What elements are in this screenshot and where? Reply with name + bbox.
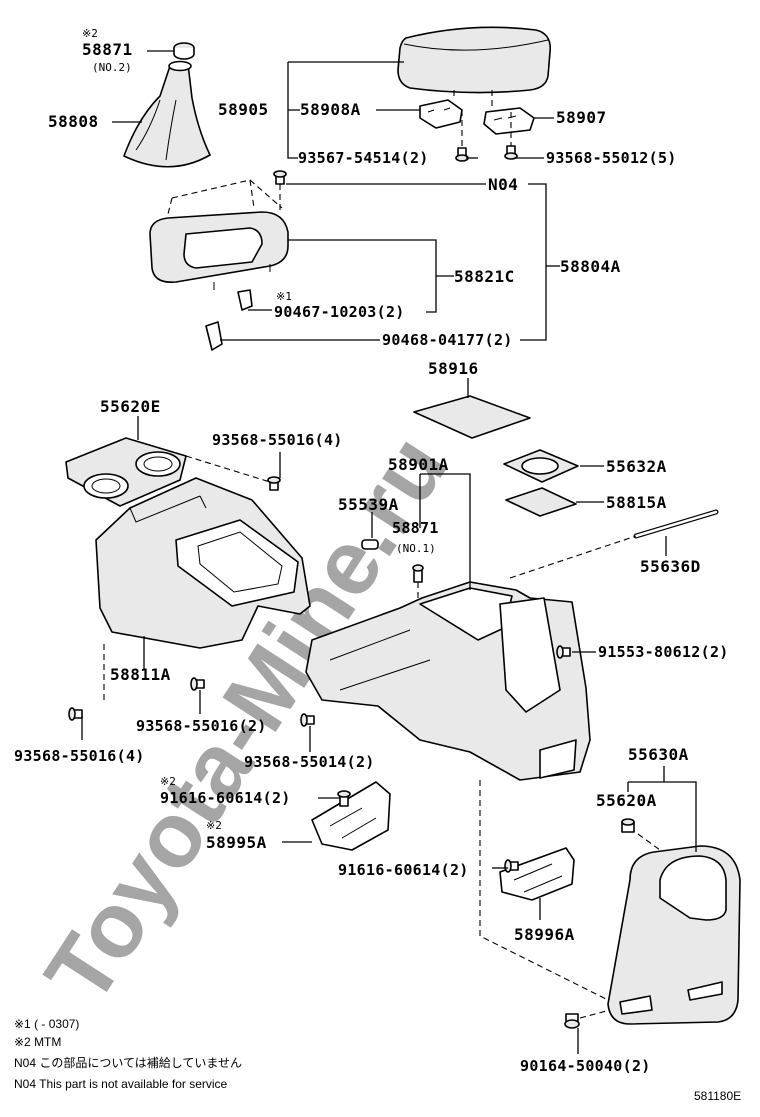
clip-90467-drawing: [237, 289, 253, 311]
screw-93568-55016-2-drawing: [190, 677, 205, 691]
label-58871-no2: 58871: [82, 40, 133, 59]
screw-93567-drawing: [455, 147, 469, 162]
label-58996A: 58996A: [514, 925, 575, 944]
label-91553-80612: 91553-80612(2): [598, 643, 729, 661]
footnote-1: ※1 ( - 0307): [14, 1017, 79, 1031]
label-58907: 58907: [556, 108, 607, 127]
label-58916: 58916: [428, 359, 479, 378]
screw-93568-55016-4a-drawing: [267, 476, 281, 491]
part-55630A-rear-panel-drawing: [607, 845, 741, 1025]
label-58901A: 58901A: [388, 455, 449, 474]
label-93568-55016-2: 93568-55016(2): [136, 717, 267, 735]
figure-code: 581180E: [694, 1089, 741, 1103]
label-91616-60614-b: 91616-60614(2): [338, 861, 469, 879]
screw-91553-drawing: [556, 645, 571, 659]
label-58995A: 58995A: [206, 833, 267, 852]
footnotes: ※1 ( - 0307) ※2 MTM N04 この部品については補給していませ…: [14, 1017, 242, 1091]
label-93568-55012: 93568-55012(5): [546, 149, 677, 167]
part-58871-no2-drawing: [173, 42, 195, 60]
label-58808: 58808: [48, 112, 99, 131]
screw-N04-drawing: [273, 170, 287, 185]
label-90467-10203: 90467-10203(2): [274, 303, 405, 321]
label-55620A: 55620A: [596, 791, 657, 810]
label-58871-no1: 58871: [392, 519, 439, 537]
part-labels: ※2 58871 (NO.2) 58808 58905 58908A 58907…: [14, 27, 729, 1075]
screw-91616-b-drawing: [504, 859, 519, 873]
clip-90468-drawing: [205, 321, 223, 351]
label-93567-54514: 93567-54514(2): [298, 149, 429, 167]
label-55620E: 55620E: [100, 397, 161, 416]
leader-lines: [81, 50, 697, 1054]
part-55539A-drawing: [361, 539, 379, 550]
footnote-3: N04 この部品については補給していません: [14, 1055, 242, 1070]
label-91616-60614-a: 91616-60614(2): [160, 789, 291, 807]
label-58871-no1-sub: (NO.1): [396, 542, 436, 555]
part-58908A-hinge-drawing: [419, 99, 463, 129]
label-58821C: 58821C: [454, 267, 515, 286]
label-58908A: 58908A: [300, 100, 361, 119]
label-N04: N04: [488, 175, 518, 194]
label-93568-55016-4a: 93568-55016(4): [212, 431, 343, 449]
label-90467-mark: ※1: [276, 290, 292, 303]
part-58916-mat-drawing: [413, 395, 531, 439]
label-55539A: 55539A: [338, 495, 399, 514]
label-58995A-mark: ※2: [206, 819, 222, 832]
part-58907-lock-drawing: [483, 107, 535, 135]
part-58996A-bracket-drawing: [499, 847, 575, 901]
footnote-4: N04 This part is not available for servi…: [14, 1077, 228, 1091]
part-58821C-bezel-drawing: [149, 179, 289, 290]
screw-93568-55016-4b-drawing: [68, 707, 83, 721]
label-58811A: 58811A: [110, 665, 171, 684]
label-55632A: 55632A: [606, 457, 667, 476]
part-58905-armrest-drawing: [397, 26, 552, 94]
screw-93568-55012-drawing: [504, 145, 518, 160]
label-58905: 58905: [218, 100, 269, 119]
part-58808-shift-boot-drawing: [123, 60, 211, 168]
part-55620E-cupholder-drawing: [65, 437, 187, 507]
part-58815A-drawing: [505, 487, 577, 517]
label-55630A: 55630A: [628, 745, 689, 764]
label-58871-no2-sub: (NO.2): [92, 61, 132, 74]
screw-93568-55014-drawing: [300, 713, 315, 727]
part-58811A-front-panel-drawing: [95, 477, 311, 649]
label-55636D: 55636D: [640, 557, 701, 576]
footnote-2: ※2 MTM: [14, 1035, 61, 1049]
label-58871-top-mark: ※2: [82, 27, 98, 40]
label-58804A: 58804A: [560, 257, 621, 276]
label-91616-a-mark: ※2: [160, 775, 176, 788]
part-55632A-drawing: [503, 449, 579, 483]
label-93568-55016-4b: 93568-55016(4): [14, 747, 145, 765]
screw-90164-drawing: [564, 1013, 580, 1029]
label-58815A: 58815A: [606, 493, 667, 512]
label-90164-50040: 90164-50040(2): [520, 1057, 651, 1075]
screw-55620A-drawing: [621, 818, 635, 833]
part-58995A-bracket-drawing: [311, 781, 391, 851]
screw-58871-no1-drawing: [412, 564, 424, 583]
label-90468-04177: 90468-04177(2): [382, 331, 513, 349]
label-93568-55014: 93568-55014(2): [244, 753, 375, 771]
screw-91616-a-drawing: [337, 790, 351, 807]
part-58901A-console-drawing: [305, 581, 591, 781]
part-55636D-rod-drawing: [633, 509, 719, 539]
